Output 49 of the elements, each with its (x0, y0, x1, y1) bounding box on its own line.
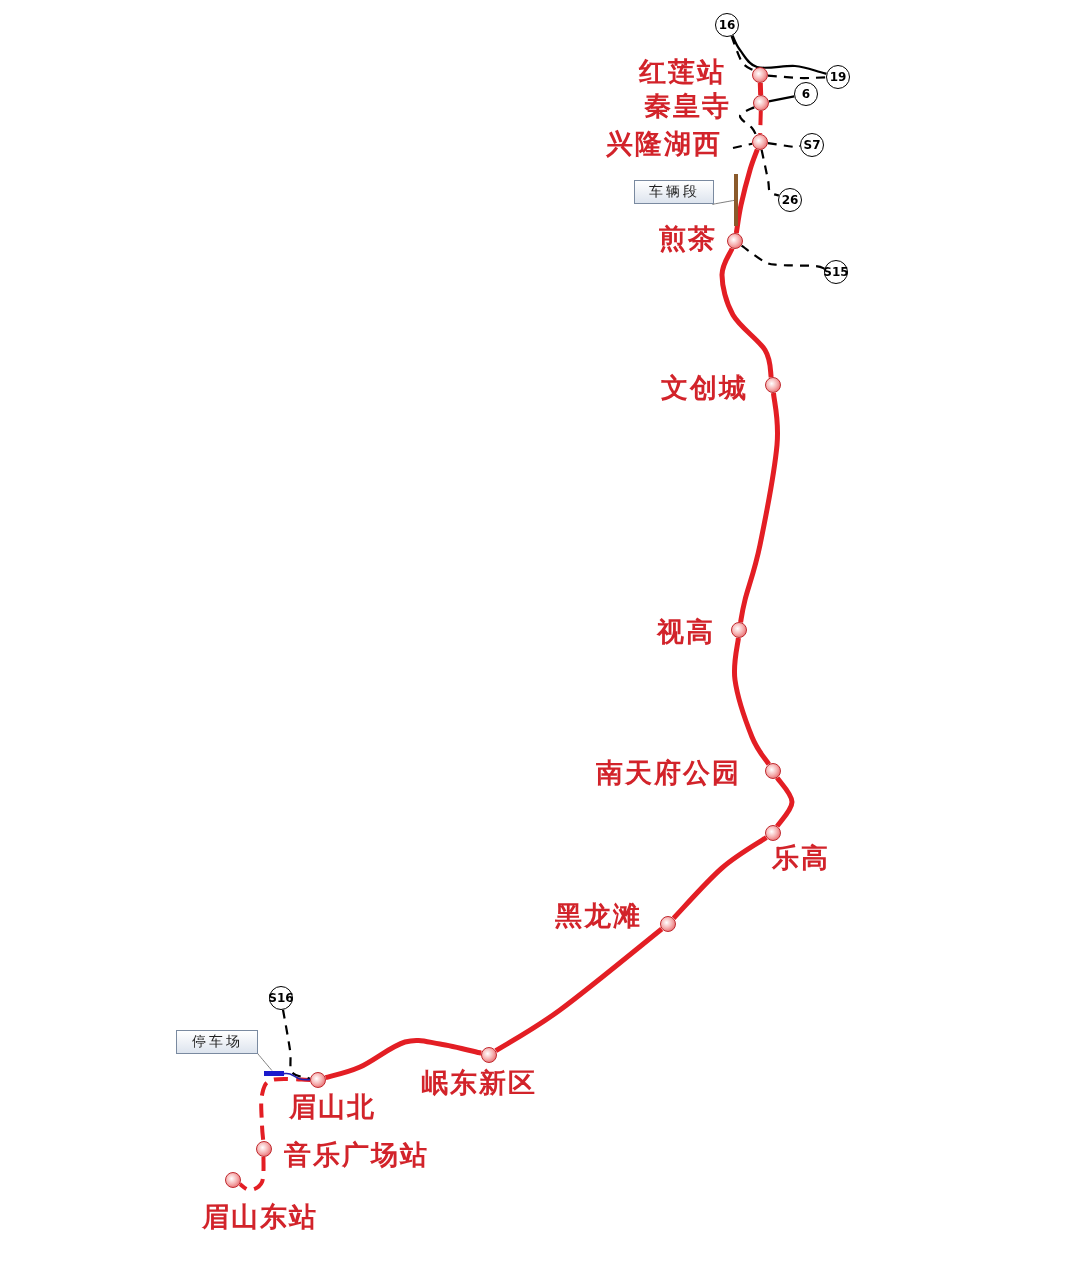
line-badge: 26 (778, 188, 802, 212)
metro-line (757, 82, 764, 96)
leader-line (256, 1052, 273, 1071)
callout-box: 车辆段 (634, 180, 714, 204)
line-badge: S7 (800, 133, 824, 157)
station-label: 乐高 (772, 841, 830, 875)
connecting-line (740, 244, 825, 270)
connecting-line (768, 95, 795, 103)
line-badge: 16 (715, 13, 739, 37)
callout-box: 停车场 (176, 1030, 258, 1054)
station-label: 红莲站 (639, 55, 726, 89)
metro-line (758, 110, 763, 135)
connecting-line (760, 149, 780, 197)
connecting-line (731, 35, 827, 75)
metro-line (733, 148, 760, 234)
station-label: 视高 (657, 615, 715, 649)
connecting-line (738, 106, 757, 136)
depot-track (264, 1070, 284, 1076)
station-label: 眉山东站 (202, 1200, 318, 1234)
connecting-line (732, 142, 753, 150)
metro-line (494, 927, 664, 1053)
connecting-line (767, 74, 827, 80)
metro-line (324, 1037, 482, 1080)
metro-line (738, 392, 781, 623)
station-label: 岷东新区 (421, 1066, 537, 1100)
line-badge: 19 (826, 65, 850, 89)
station-label: 煎茶 (659, 222, 717, 256)
metro-line (259, 1076, 311, 1142)
station-label: 音乐广场站 (284, 1138, 429, 1172)
metro-line (671, 835, 768, 920)
metro-line (731, 637, 771, 766)
station-label: 眉山北 (289, 1090, 376, 1124)
connecting-line (767, 142, 801, 149)
connecting-line (730, 35, 754, 72)
station-label: 南天府公园 (596, 756, 741, 790)
leader-line (712, 199, 735, 205)
metro-line (238, 1157, 266, 1192)
line-badge: S15 (824, 260, 848, 284)
station-label: 秦皇寺 (644, 89, 731, 123)
station-label: 黑龙滩 (555, 899, 642, 933)
connecting-line (283, 1072, 311, 1081)
metro-line (775, 776, 795, 828)
depot-track (734, 174, 738, 226)
station-label: 兴隆湖西 (606, 127, 722, 161)
line-badge: S16 (269, 986, 293, 1010)
connecting-line (281, 1009, 311, 1080)
station-label: 文创城 (661, 371, 748, 405)
metro-line (719, 247, 774, 378)
line-badge: 6 (794, 82, 818, 106)
